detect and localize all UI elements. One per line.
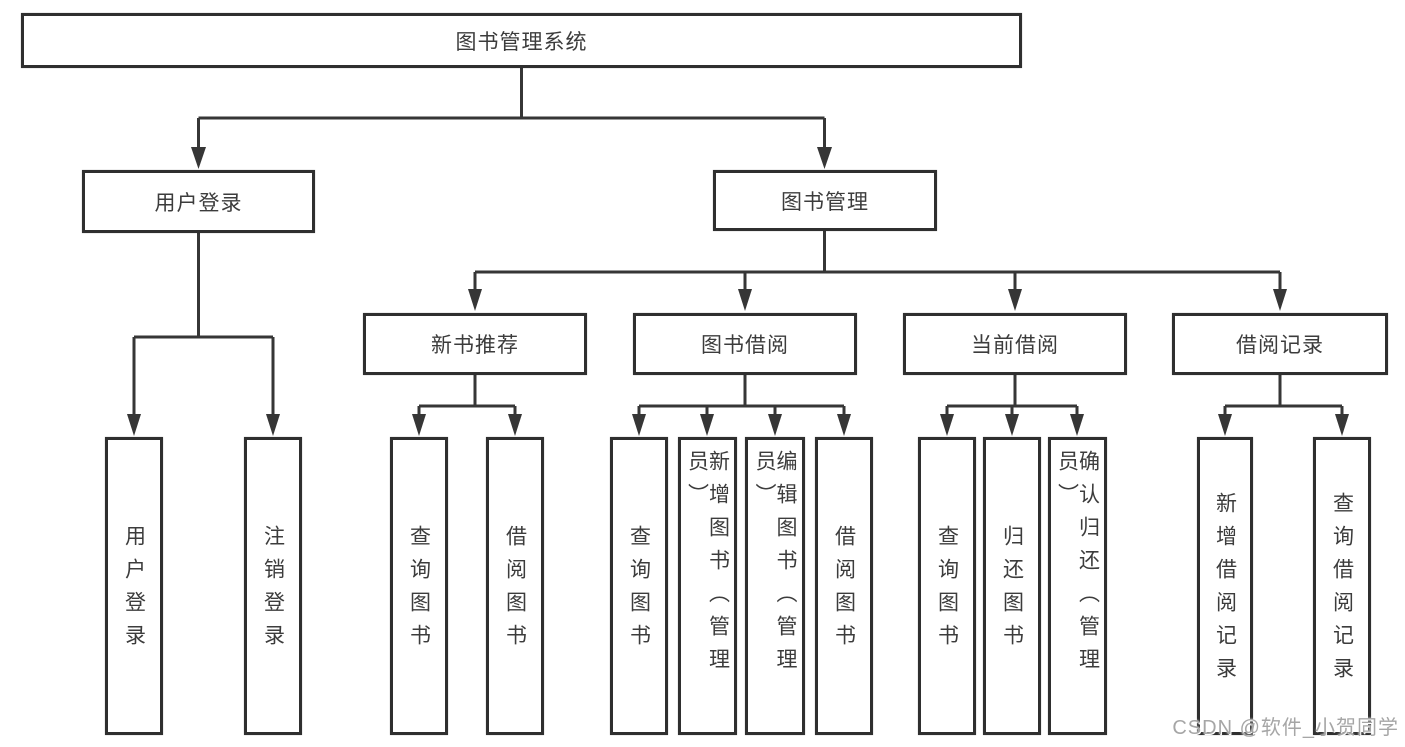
- leaf-logout-login: 注销登录: [244, 437, 302, 735]
- leaf-query-books: 查询图书: [390, 437, 448, 735]
- node-book-management: 图书管理: [713, 170, 937, 231]
- leaf-add-borrow-record: 新增借阅记录: [1197, 437, 1253, 735]
- leaf-edit-books-admin: 编辑图书（管理员）: [745, 437, 805, 735]
- leaf-return-books: 归还图书: [983, 437, 1041, 735]
- leaf-borrow-books: 借阅图书: [486, 437, 544, 735]
- node-book-borrowing: 图书借阅: [633, 313, 857, 375]
- node-current-borrowing: 当前借阅: [903, 313, 1127, 375]
- node-borrowing-records: 借阅记录: [1172, 313, 1388, 375]
- csdn-watermark: CSDN @软件_小贺同学: [1172, 717, 1399, 739]
- leaf-query-borrow-record: 查询借阅记录: [1313, 437, 1371, 735]
- leaf-user-login: 用户登录: [105, 437, 163, 735]
- leaf-add-books-admin: 新增图书（管理员）: [678, 437, 737, 735]
- leaf-query-books: 查询图书: [610, 437, 668, 735]
- leaf-query-books: 查询图书: [918, 437, 976, 735]
- node-new-book-recommendation: 新书推荐: [363, 313, 587, 375]
- leaf-borrow-books: 借阅图书: [815, 437, 873, 735]
- node-user-login: 用户登录: [82, 170, 315, 233]
- leaf-confirm-return-admin: 确认归还（管理员）: [1048, 437, 1107, 735]
- node-library-management-system: 图书管理系统: [21, 13, 1022, 68]
